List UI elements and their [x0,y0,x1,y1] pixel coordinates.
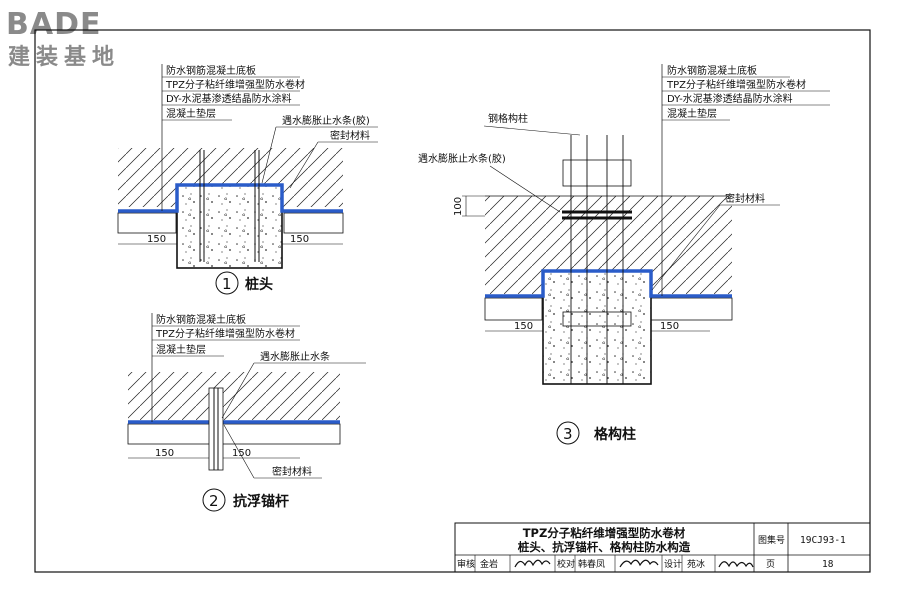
detail-number-circle [215,271,239,295]
label-cushion: 混凝土垫层 [166,107,216,120]
label-cushion: 混凝土垫层 [156,343,206,356]
pile-body [542,270,652,385]
signature-review [514,559,551,568]
dim-right: 150 [290,234,309,245]
logo-brand: BADE [6,7,101,42]
label-coating: DY-水泥基渗透结晶防水涂料 [667,92,793,105]
label-seal: 密封材料 [272,465,312,478]
detail-number: 2 [209,492,219,510]
title-block: TPZ分子粘纤维增强型防水卷材 桩头、抗浮锚杆、格构柱防水构造 图集号 19CJ… [454,522,871,573]
label-column: 钢格构柱 [488,112,528,125]
dim-right: 150 [232,448,251,459]
slab-hatch [118,148,343,207]
cushion-right [650,297,733,321]
dim-right: 150 [660,321,679,332]
detail-3-lattice-column: 防水钢筋混凝土底板 TPZ分子粘纤维增强型防水卷材 DY-水泥基渗透结晶防水涂料… [418,64,830,445]
membrane-line [118,183,343,213]
detail-number: 1 [222,275,232,293]
detail-number-circle [556,421,580,445]
detail-caption: 格构柱 [594,426,636,443]
check-label: 校对 [557,558,575,570]
dim-left: 150 [147,234,166,245]
label-slab: 防水钢筋混凝土底板 [667,64,757,77]
drawing-frame [34,29,871,573]
slab-hatch [128,372,340,420]
bade-logo: BADE 建装基地 [6,7,120,70]
pile-body [176,184,283,269]
anchor-rod [208,387,224,471]
label-slab: 防水钢筋混凝土底板 [156,313,246,326]
label-swell-strip: 遇水膨胀止水条(胶) [418,152,506,165]
signature-check [619,559,659,568]
dim-left: 150 [514,321,533,332]
detail-number: 3 [563,425,573,443]
label-cushion: 混凝土垫层 [667,107,717,120]
detail-caption: 桩头 [245,276,273,293]
cushion-layer [127,423,341,445]
label-membrane: TPZ分子粘纤维增强型防水卷材 [666,78,806,91]
design-name: 苑冰 [687,558,705,570]
atlas-value: 19CJ93-1 [800,535,846,546]
cushion-left [484,297,543,321]
label-seal: 密封材料 [330,129,370,142]
review-label: 审核 [457,558,475,570]
label-swell-strip: 遇水膨胀止水条(胶) [282,114,370,127]
label-membrane: TPZ分子粘纤维增强型防水卷材 [155,327,295,340]
lattice-batten [562,159,632,187]
design-label: 设计 [664,558,682,570]
membrane-line [485,269,732,298]
page-label: 页 [766,559,775,570]
label-swell-strip: 遇水膨胀止水条 [260,350,330,363]
atlas-label: 图集号 [758,534,785,546]
dim-height: 100 [453,197,464,216]
cushion-right [283,212,344,234]
logo-subtitle: 建装基地 [8,45,120,70]
lattice-batten [562,311,632,327]
review-name: 金岩 [480,558,498,570]
label-coating: DY-水泥基渗透结晶防水涂料 [166,92,292,105]
title-line-2: 桩头、抗浮锚杆、格构柱防水构造 [518,540,691,554]
detail-caption: 抗浮锚杆 [233,493,289,510]
title-line-1: TPZ分子粘纤维增强型防水卷材 [523,526,686,540]
detail-2-anchor: 防水钢筋混凝土底板 TPZ分子粘纤维增强型防水卷材 混凝土垫层 遇水膨胀止水条 … [127,313,366,512]
cushion-left [117,212,177,234]
detail-1-pile-head: 防水钢筋混凝土底板 TPZ分子粘纤维增强型防水卷材 DY-水泥基渗透结晶防水涂料… [117,64,378,295]
check-name: 韩春凤 [578,558,605,570]
label-slab: 防水钢筋混凝土底板 [166,64,256,77]
detail-number-circle [202,488,226,512]
page-value: 18 [822,559,834,570]
dim-left: 150 [155,448,174,459]
signature-design [718,561,754,568]
label-membrane: TPZ分子粘纤维增强型防水卷材 [165,78,305,91]
label-seal: 密封材料 [725,192,765,205]
